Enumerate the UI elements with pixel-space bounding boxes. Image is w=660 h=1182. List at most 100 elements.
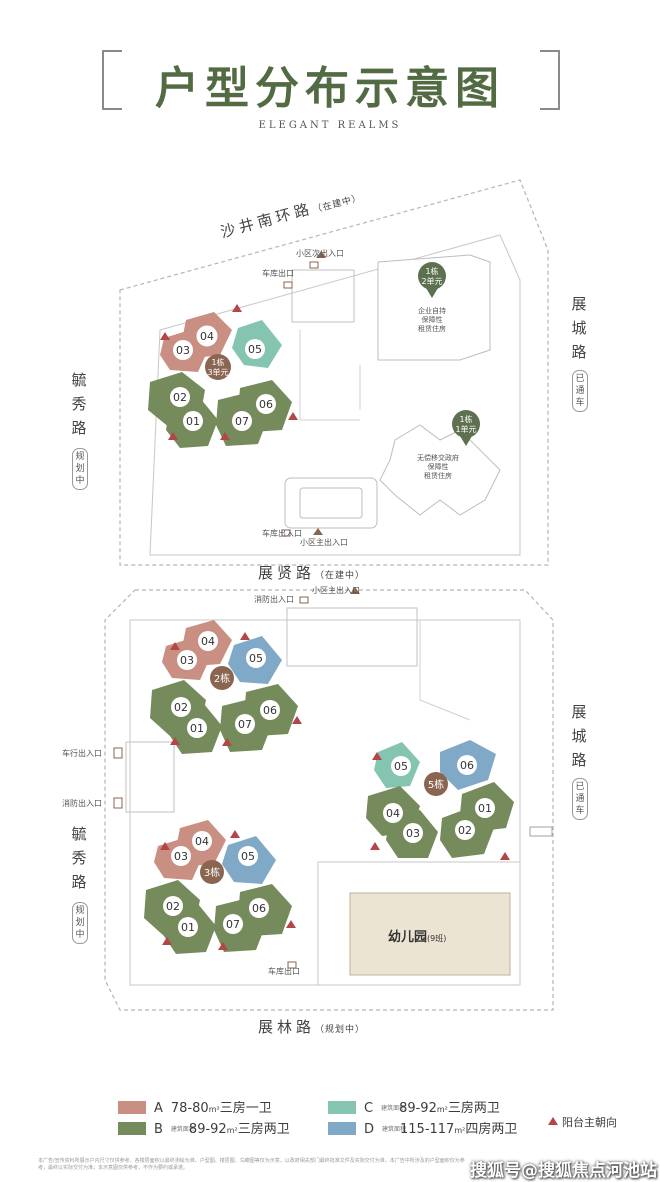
- legend-swatch-a: [118, 1101, 146, 1114]
- building-label: 3单元: [207, 367, 228, 377]
- unit-label: 05: [248, 343, 262, 356]
- svg-text:无偿移交政府: 无偿移交政府: [417, 453, 459, 462]
- svg-text:04: 04: [201, 635, 215, 648]
- gate-symbols: [113, 261, 319, 969]
- svg-text:04: 04: [386, 807, 400, 820]
- svg-text:1单元: 1单元: [455, 424, 476, 434]
- cluster-1-3: 04 03 05 02 01 07 06 1栋 3单元: [148, 312, 292, 448]
- gate-arrows: [313, 251, 360, 594]
- svg-text:06: 06: [263, 704, 277, 717]
- road-left-lower-note: 规划中: [72, 902, 88, 944]
- svg-text:保障性: 保障性: [422, 315, 443, 324]
- svg-text:1栋: 1栋: [425, 266, 438, 276]
- clubhouse-block: [286, 607, 418, 667]
- gate-label: 小区主出入口: [312, 586, 360, 595]
- gate-label: 消防出入口: [62, 799, 102, 808]
- road-left-lower: 毓秀路: [71, 825, 87, 891]
- svg-text:04: 04: [195, 835, 209, 848]
- inner-road: [299, 330, 361, 421]
- gate-label: 车库出口: [268, 967, 300, 976]
- unit-label: 02: [173, 391, 187, 404]
- kindergarten-site: [317, 861, 521, 986]
- unit-label: 04: [200, 330, 214, 343]
- svg-text:05: 05: [394, 760, 408, 773]
- gate-label: 小区次出入口: [296, 249, 344, 258]
- building-label: 1栋: [211, 357, 224, 367]
- title-bracket-right: [540, 50, 560, 110]
- svg-text:租赁住房: 租赁住房: [418, 324, 446, 333]
- gate-label: 车库出入口: [262, 529, 302, 538]
- kindergarten-label: 幼儿园(9班): [388, 930, 447, 945]
- east-gate: [529, 826, 553, 837]
- legend-swatch-b: [118, 1122, 146, 1135]
- building-marker: [205, 354, 231, 380]
- unit-label: 07: [235, 415, 249, 428]
- svg-text:07: 07: [226, 918, 240, 931]
- svg-text:06: 06: [252, 902, 266, 915]
- road-right-lower: 展城路: [571, 703, 587, 769]
- west-block: [125, 741, 175, 813]
- legend-swatch-d: [328, 1122, 356, 1135]
- gate-label: 车库出口: [262, 269, 294, 278]
- unit-label: 01: [186, 415, 200, 428]
- svg-text:01: 01: [478, 802, 492, 815]
- cluster-2: 04 03 05 02 01 07 06 2栋: [150, 620, 298, 754]
- unit-label: 06: [259, 398, 273, 411]
- garage-ramp: [284, 477, 378, 529]
- gate-label: 小区主出入口: [300, 538, 348, 547]
- lower-plot-boundary: [104, 589, 554, 1011]
- building-marker: [424, 772, 448, 796]
- svg-text:02: 02: [166, 900, 180, 913]
- svg-text:1栋: 1栋: [459, 414, 472, 424]
- balcony-arrow-icon: [548, 1117, 558, 1125]
- road-left-upper-note: 规划中: [72, 448, 88, 490]
- marker-1-2: 1栋 2单元 企业自持 保障性 租赁住房: [418, 262, 446, 333]
- svg-text:05: 05: [241, 850, 255, 863]
- road-right-lower-note: 已通车: [572, 778, 588, 820]
- header: 户型分布示意图 ELEGANT REALMS: [0, 40, 660, 150]
- page-subtitle: ELEGANT REALMS: [258, 120, 402, 131]
- svg-text:2单元: 2单元: [421, 276, 442, 286]
- svg-text:3栋: 3栋: [204, 866, 220, 879]
- rental-building-u2: [377, 254, 491, 361]
- svg-text:01: 01: [181, 921, 195, 934]
- watermark: 搜狐号@搜狐焦点河池站: [470, 1161, 657, 1181]
- balcony-arrows: [160, 304, 510, 950]
- svg-text:5栋: 5栋: [428, 778, 444, 791]
- footnote: 本广告/宣传资料所展示户内尺寸仅供参考，各楼层面积以最终测绘为准，户型图、楼层图…: [38, 1158, 465, 1171]
- svg-text:07: 07: [238, 718, 252, 731]
- legend-balcony-label: 阳台主朝向: [562, 1116, 617, 1129]
- svg-text:2栋: 2栋: [214, 672, 230, 685]
- building-marker: [200, 860, 224, 884]
- building-marker: [210, 666, 234, 690]
- road-right-upper: 展城路: [571, 295, 587, 361]
- road-mid: 展贤路（在建中）: [258, 564, 366, 582]
- desc-1-2: 企业自持: [418, 306, 446, 315]
- svg-text:租赁住房: 租赁住房: [424, 471, 452, 480]
- garage-block: [291, 269, 355, 323]
- road-right-upper-note: 已通车: [572, 370, 588, 412]
- gate-label: 车行出入口: [62, 749, 102, 758]
- svg-text:保障性: 保障性: [428, 462, 449, 471]
- rental-building-u1: [379, 424, 501, 516]
- svg-text:02: 02: [458, 824, 472, 837]
- svg-text:01: 01: [190, 722, 204, 735]
- svg-text:06: 06: [460, 759, 474, 772]
- page-title: 户型分布示意图: [155, 63, 505, 114]
- svg-text:03: 03: [174, 850, 188, 863]
- garage-ramp-inner: [299, 487, 363, 519]
- road-bottom: 展林路（规划中）: [258, 1018, 366, 1036]
- marker-1-1: 1栋 1单元 无偿移交政府 保障性 租赁住房: [417, 410, 480, 480]
- svg-text:05: 05: [249, 652, 263, 665]
- svg-text:03: 03: [406, 827, 420, 840]
- inner-path: [419, 620, 471, 721]
- upper-site-outline: [149, 234, 521, 556]
- road-left-upper: 毓秀路: [71, 371, 87, 437]
- upper-plot-boundary: [119, 179, 549, 566]
- legend-swatch-c: [328, 1101, 356, 1114]
- kindergarten-building: [349, 892, 511, 976]
